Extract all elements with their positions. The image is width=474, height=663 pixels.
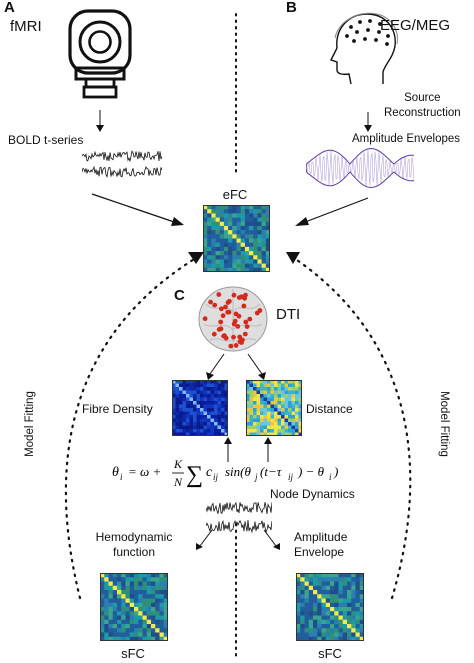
fibre-density-label: Fibre Density	[82, 402, 153, 416]
node-dynamics-label: Node Dynamics	[270, 487, 355, 501]
svg-text:): )	[333, 464, 338, 479]
mri-scanner-icon	[68, 9, 132, 99]
svg-text:∑: ∑	[186, 462, 203, 488]
arrows-equation-to-matrices	[224, 437, 272, 462]
svg-text:N: N	[173, 475, 183, 489]
divider-top	[235, 13, 237, 173]
sfc-left-label: sFC	[121, 646, 145, 661]
svg-text:sin(θ: sin(θ	[225, 464, 252, 479]
dti-label: DTI	[276, 306, 301, 323]
fmri-label: fMRI	[10, 18, 42, 35]
eeg-meg-label: EEG/MEG	[380, 17, 451, 34]
distance-matrix	[246, 380, 302, 436]
svg-text:K: K	[173, 457, 183, 471]
model-fitting-right-label: Model Fitting	[438, 391, 450, 457]
svg-text:ij: ij	[213, 472, 219, 482]
bold-timeseries-plot	[82, 150, 162, 178]
svg-text:(t−τ: (t−τ	[260, 464, 283, 479]
node-dynamics-timeseries	[206, 501, 272, 534]
hemodynamic-function-label: Hemodynamic function	[95, 530, 173, 559]
efc-label: eFC	[222, 187, 248, 202]
arrows-brain-to-matrices	[206, 353, 266, 380]
distance-label: Distance	[306, 402, 353, 416]
svg-text:i: i	[120, 472, 123, 482]
dti-brain-icon	[198, 286, 268, 352]
sfc-matrix-left	[100, 573, 168, 641]
svg-text:θ: θ	[112, 465, 119, 480]
source-reconstruction-label: Source Reconstruction	[384, 92, 461, 119]
arrow-mri-down	[96, 110, 104, 132]
svg-text:) − θ: ) − θ	[297, 464, 325, 479]
panel-letter-c: C	[174, 287, 185, 304]
arrow-source-down	[364, 112, 372, 132]
panel-letter-b: B	[286, 0, 297, 16]
amplitude-envelope-plot	[306, 147, 414, 189]
svg-text:ij: ij	[288, 472, 294, 482]
efc-matrix	[203, 205, 270, 272]
fibre-density-matrix	[172, 380, 228, 436]
arrows-to-hemo-and-envelope	[196, 529, 280, 550]
kuramoto-equation: θ i = ω + K N ∑ c ij sin(θ j (t−τ ij ) −…	[112, 457, 338, 489]
amplitude-envelope-label: Amplitude Envelope	[294, 530, 348, 559]
svg-text:c: c	[206, 465, 213, 480]
bold-timeseries-label: BOLD t-series	[8, 133, 84, 147]
svg-text:i: i	[329, 472, 332, 482]
eeg-head-icon	[330, 12, 398, 85]
model-fitting-arc-right	[286, 252, 412, 600]
model-fitting-left-label: Model Fitting	[24, 391, 36, 457]
model-fitting-arc-left	[64, 252, 204, 600]
sfc-right-label: sFC	[318, 646, 342, 661]
svg-text:j: j	[254, 472, 258, 482]
amplitude-envelopes-label: Amplitude Envelopes	[352, 133, 461, 145]
svg-text:= ω +: = ω +	[128, 464, 161, 479]
arrow-envelope-to-efc	[295, 197, 369, 226]
panel-letter-a: A	[4, 0, 15, 16]
sfc-matrix-right	[296, 573, 364, 641]
arrow-bold-to-efc	[91, 193, 184, 226]
